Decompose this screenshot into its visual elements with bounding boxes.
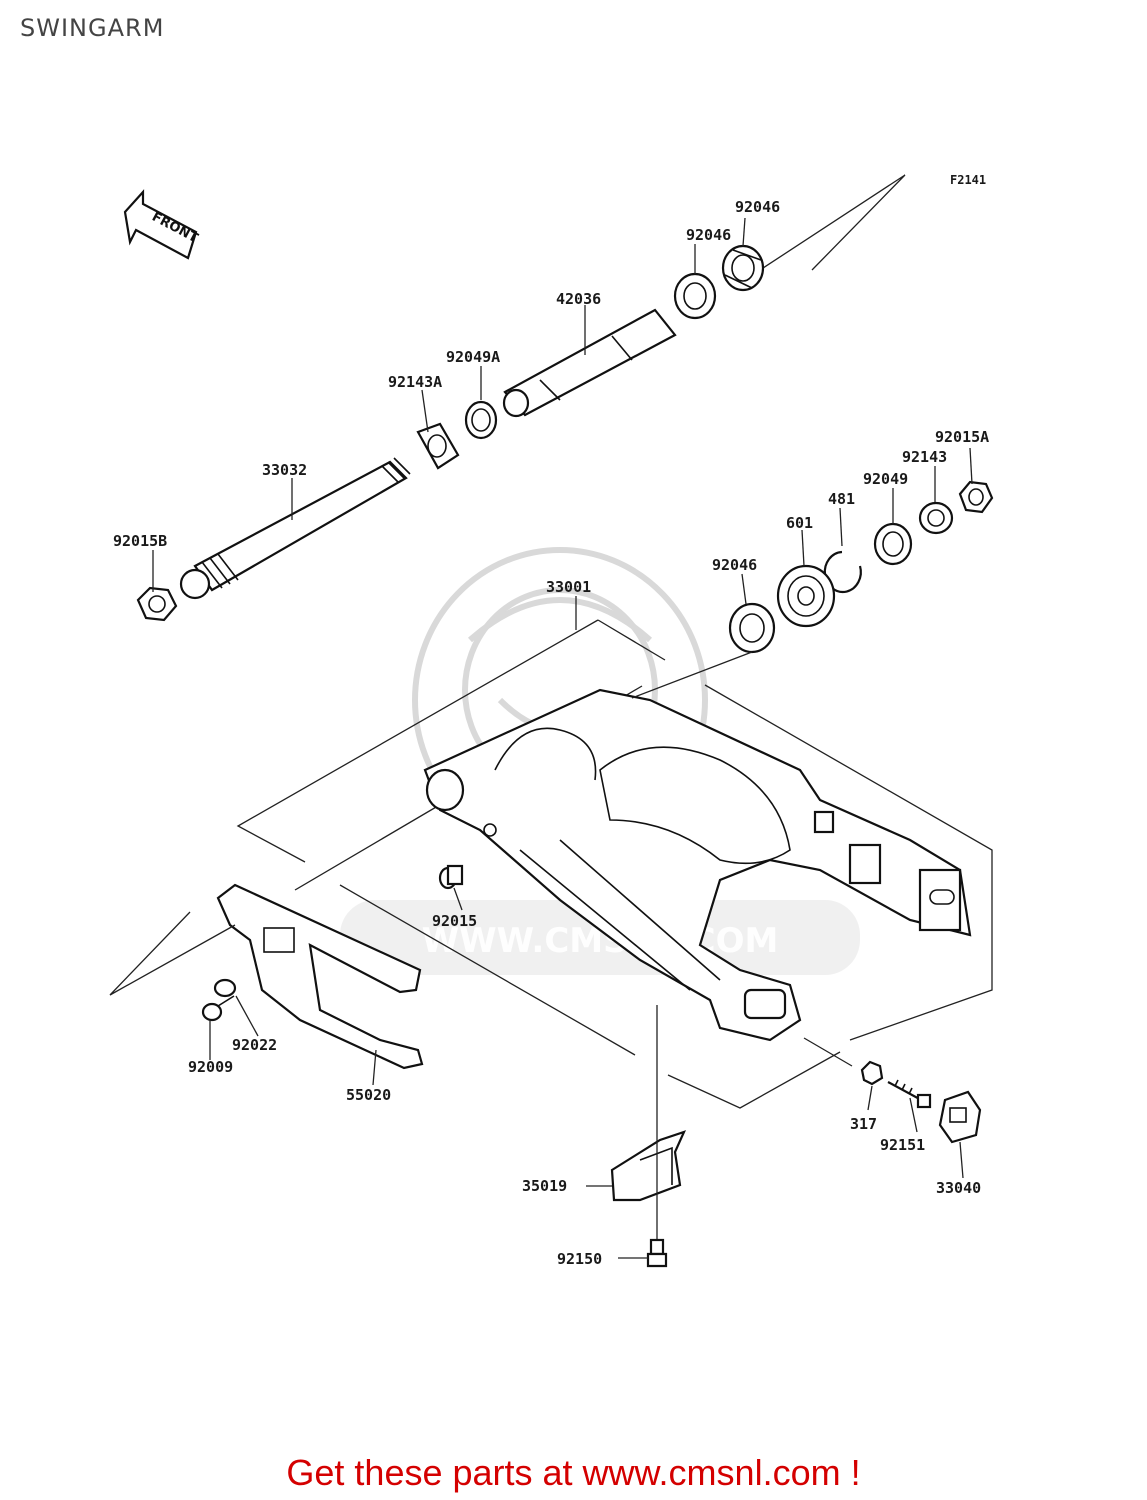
swingarm-33001 <box>423 688 972 1042</box>
label-33040: 33040 <box>936 1179 981 1197</box>
nut-92015A <box>958 480 994 514</box>
label-92150: 92150 <box>557 1250 602 1268</box>
label-92009: 92009 <box>188 1058 233 1076</box>
sleeve-42036 <box>502 308 677 418</box>
front-arrow-icon: FRONT <box>123 189 200 260</box>
bolt-92150 <box>646 1238 668 1268</box>
chain-guard-55020 <box>216 883 424 1070</box>
label-92049: 92049 <box>863 470 908 488</box>
label-42036: 42036 <box>556 290 601 308</box>
seal-92049 <box>873 522 913 566</box>
label-92015A: 92015A <box>935 428 989 446</box>
label-92151: 92151 <box>880 1136 925 1154</box>
bearing-92046-top <box>721 244 765 292</box>
slider-35019 <box>610 1130 687 1202</box>
label-317: 317 <box>850 1115 877 1133</box>
label-92143A: 92143A <box>388 373 442 391</box>
nut-317 <box>860 1060 884 1086</box>
label-481: 481 <box>828 490 855 508</box>
label-55020: 55020 <box>346 1086 391 1104</box>
label-92015B: 92015B <box>113 532 167 550</box>
washer-92022 <box>213 978 237 998</box>
adjuster-33040 <box>938 1090 982 1144</box>
plug-92015 <box>438 864 464 890</box>
axle-33032 <box>179 457 411 600</box>
label-92046-low: 92046 <box>712 556 757 574</box>
label-92046-mid: 92046 <box>686 226 731 244</box>
footer-promo-link[interactable]: Get these parts at www.cmsnl.com ! <box>286 1452 861 1493</box>
label-92046-top: 92046 <box>735 198 780 216</box>
label-92015: 92015 <box>432 912 477 930</box>
nut-92015B <box>136 586 178 622</box>
label-601: 601 <box>786 514 813 532</box>
label-92022: 92022 <box>232 1036 277 1054</box>
label-92143: 92143 <box>902 448 947 466</box>
bearing-601 <box>776 564 836 628</box>
label-33001: 33001 <box>546 578 591 596</box>
label-35019: 35019 <box>522 1177 567 1195</box>
label-33032: 33032 <box>262 461 307 479</box>
collar-92143A <box>416 422 460 470</box>
bearing-92046-low <box>728 602 776 654</box>
seal-92049A <box>464 400 498 440</box>
bolt-92151 <box>887 1079 932 1109</box>
bolt-92009 <box>201 995 235 1022</box>
page-title: SWINGARM <box>20 14 165 42</box>
figure-code: F2141 <box>950 173 986 187</box>
bearing-92046-mid <box>673 272 717 320</box>
collar-92143 <box>918 501 954 535</box>
label-92049A: 92049A <box>446 348 500 366</box>
